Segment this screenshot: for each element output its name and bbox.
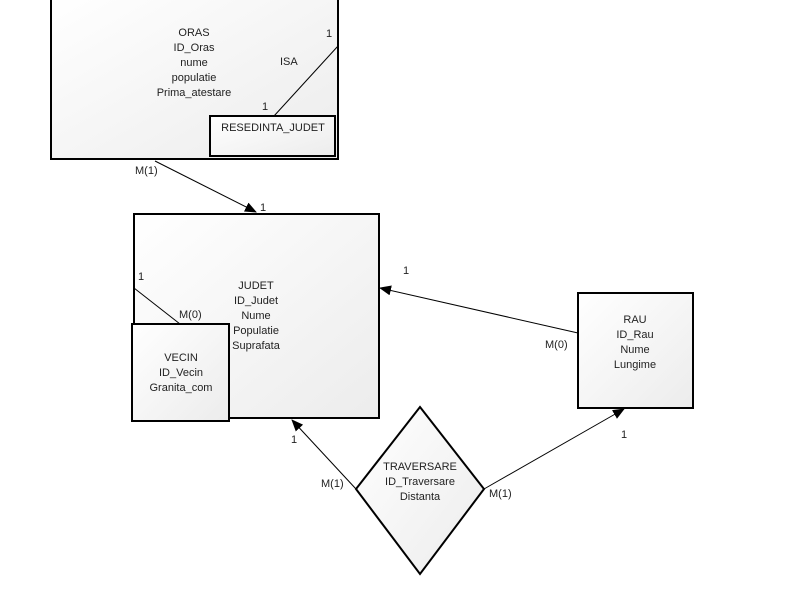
entity-oras-attr: nume <box>180 57 208 69</box>
isa-card-top: 1 <box>326 28 332 40</box>
entity-rau[interactable] <box>577 292 694 409</box>
entity-judet-attr: Suprafata <box>232 340 281 352</box>
rau-judet-connector <box>379 285 579 334</box>
judet-vecin-card-from: 1 <box>138 271 144 283</box>
judet-vecin-card-to: M(0) <box>179 309 202 321</box>
traversare-rau-card-from: M(1) <box>489 488 512 500</box>
traversare-judet-card-to: 1 <box>291 434 297 446</box>
entity-vecin[interactable] <box>131 323 230 422</box>
oras-judet-connector <box>154 160 257 213</box>
entity-oras-attr: ID_Oras <box>174 42 215 54</box>
isa-label: ISA <box>280 56 298 68</box>
relationship-traversare[interactable] <box>354 405 486 576</box>
isa-card-bottom: 1 <box>262 101 268 113</box>
entity-vecin-title: VECIN <box>164 352 198 364</box>
entity-judet-title: JUDET <box>238 280 274 292</box>
relationship-traversare-attr: Distanta <box>400 491 441 503</box>
entity-rau-attr: Lungime <box>614 359 656 371</box>
entity-resedinta-judet-title: RESEDINTA_JUDET <box>221 122 325 134</box>
oras-judet-card-to: 1 <box>260 202 266 214</box>
entity-judet-attr: ID_Judet <box>234 295 278 307</box>
rau-judet-card-to: 1 <box>403 265 409 277</box>
traversare-rau-card-to: 1 <box>621 429 627 441</box>
entity-oras-attr: Prima_atestare <box>157 87 232 99</box>
traversare-judet-card-from: M(1) <box>321 478 344 490</box>
entity-oras-attr: populatie <box>172 72 217 84</box>
entity-rau-attr: ID_Rau <box>616 329 653 341</box>
relationship-traversare-title: TRAVERSARE <box>383 461 457 473</box>
entity-rau-title: RAU <box>623 314 646 326</box>
judet-vecin-connector <box>133 287 181 325</box>
traversare-rau-connector <box>483 408 625 490</box>
entity-judet-attr: Populatie <box>233 325 279 337</box>
entity-vecin-attr: ID_Vecin <box>159 367 203 379</box>
relationship-traversare-attr: ID_Traversare <box>385 476 455 488</box>
entity-oras-title: ORAS <box>178 27 209 39</box>
entity-rau-attr: Nume <box>620 344 649 356</box>
entity-vecin-attr: Granita_com <box>150 382 213 394</box>
oras-judet-card-from: M(1) <box>135 165 158 177</box>
entity-judet-attr: Nume <box>241 310 270 322</box>
isa-connector <box>273 45 339 117</box>
traversare-judet-connector <box>291 419 357 490</box>
rau-judet-card-from: M(0) <box>545 339 568 351</box>
entity-resedinta-judet[interactable] <box>209 115 336 157</box>
